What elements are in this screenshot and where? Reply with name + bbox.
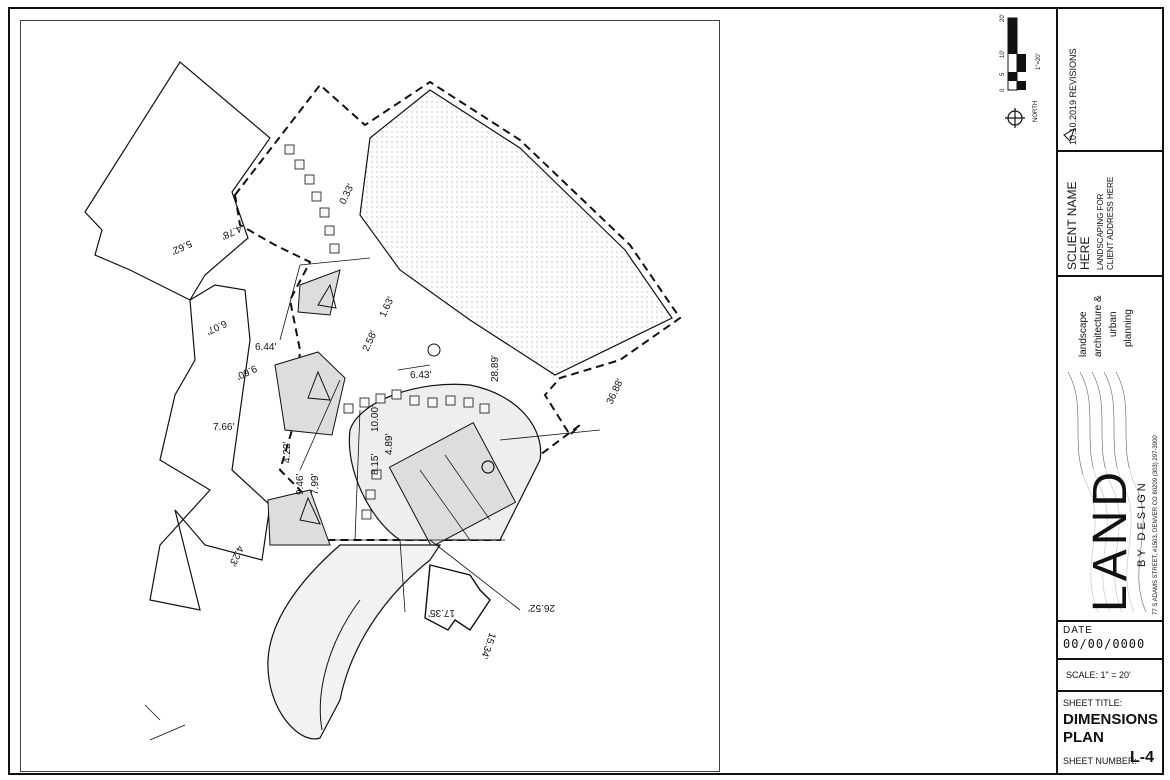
client-name: SCLIENT NAME HERE xyxy=(1065,181,1092,270)
dim-label: 26.52' xyxy=(528,602,555,613)
tagline-line4: planning xyxy=(1123,309,1134,347)
tagline-line3: urban xyxy=(1108,311,1119,337)
garage-outline xyxy=(424,564,491,631)
dim-label: 15.34' xyxy=(478,631,498,660)
dim-label: 10.00' xyxy=(370,405,381,432)
svg-text:0: 0 xyxy=(1000,88,1006,92)
firm-logo-text: LAND xyxy=(1083,467,1138,612)
sheet-number-label: SHEET NUMBER: xyxy=(1063,756,1137,766)
client-cell: SCLIENT NAME HERE LANDSCAPING FOR CLIENT… xyxy=(1058,152,1164,277)
bar-scale xyxy=(1007,17,1026,91)
dim-label: 1.63' xyxy=(378,295,397,319)
client-line2: CLIENT ADDRESS HERE xyxy=(1106,176,1115,270)
firm-cell: landscape architecture & urban planning … xyxy=(1058,277,1164,622)
date-value: 00/00/0000 xyxy=(1063,637,1146,651)
dim-label: 0.33' xyxy=(338,182,357,206)
deck-grid xyxy=(388,422,517,548)
stepping-stones xyxy=(284,144,490,520)
north-arrow-icon xyxy=(1005,108,1025,128)
dim-label: 9.46' xyxy=(295,474,306,495)
drawing-sheet xyxy=(8,7,1164,775)
house-outline xyxy=(84,61,271,301)
revisions-cell: 10.10.2019 REVISIONS xyxy=(1058,7,1164,152)
sheet-title: DIMENSIONS PLAN xyxy=(1063,711,1159,746)
dim-label: 4.23' xyxy=(226,544,245,568)
dim-label: 7.99' xyxy=(310,474,321,495)
fountain-icon xyxy=(481,460,495,474)
plan-viewport xyxy=(20,20,720,772)
lawn-area xyxy=(359,89,673,376)
dim-label: 2.58' xyxy=(361,329,380,353)
client-line1: LANDSCAPING FOR xyxy=(1096,193,1105,270)
dim-label: 28.89' xyxy=(490,355,501,382)
planter-beds xyxy=(267,269,346,546)
dim-label: 4.89' xyxy=(384,434,395,455)
scale-cell: SCALE: 1" = 20' xyxy=(1058,660,1164,692)
driveway-outline xyxy=(267,544,442,740)
dim-label: 8.15' xyxy=(370,454,381,475)
north-label: NORTH xyxy=(1033,101,1039,122)
dim-label: 17.35' xyxy=(428,607,455,618)
date-cell: DATE 00/00/0000 xyxy=(1058,622,1164,660)
dim-label: 6.44' xyxy=(255,342,276,353)
firm-subtitle: BY DESIGN xyxy=(1136,480,1148,567)
sheet-title-label: SHEET TITLE: xyxy=(1063,698,1123,708)
svg-text:1"=20': 1"=20' xyxy=(1036,53,1042,70)
scale-text: SCALE: 1" = 20' xyxy=(1066,670,1131,680)
svg-text:5: 5 xyxy=(1000,72,1006,76)
dim-label: 4.22' xyxy=(282,442,293,463)
dim-label: 7.66' xyxy=(213,422,234,433)
dim-label: 5.62' xyxy=(169,237,193,256)
date-label: DATE xyxy=(1063,625,1093,636)
revisions-text: 10.10.2019 REVISIONS xyxy=(1068,48,1078,145)
house-wing-outline xyxy=(149,284,271,611)
svg-text:20': 20' xyxy=(1000,14,1006,22)
firm-address: 77 S ADAMS STREET, #1503, DENVER CO 8020… xyxy=(1153,435,1159,615)
tagline-line2: architecture & xyxy=(1093,295,1104,357)
sheet-number: L-4 xyxy=(1130,749,1154,766)
dim-label: 36.88' xyxy=(605,377,626,406)
dim-label: 6.43' xyxy=(410,370,431,381)
sheet-title-cell: SHEET TITLE: DIMENSIONS PLAN SHEET NUMBE… xyxy=(1058,692,1164,775)
dim-label: 4.78' xyxy=(219,222,243,241)
title-block: 10.10.2019 REVISIONS SCLIENT NAME HERE L… xyxy=(1056,7,1164,775)
svg-text:10': 10' xyxy=(1000,50,1006,58)
tagline-line1: landscape xyxy=(1078,311,1089,357)
dim-label: 6.07' xyxy=(204,317,228,336)
